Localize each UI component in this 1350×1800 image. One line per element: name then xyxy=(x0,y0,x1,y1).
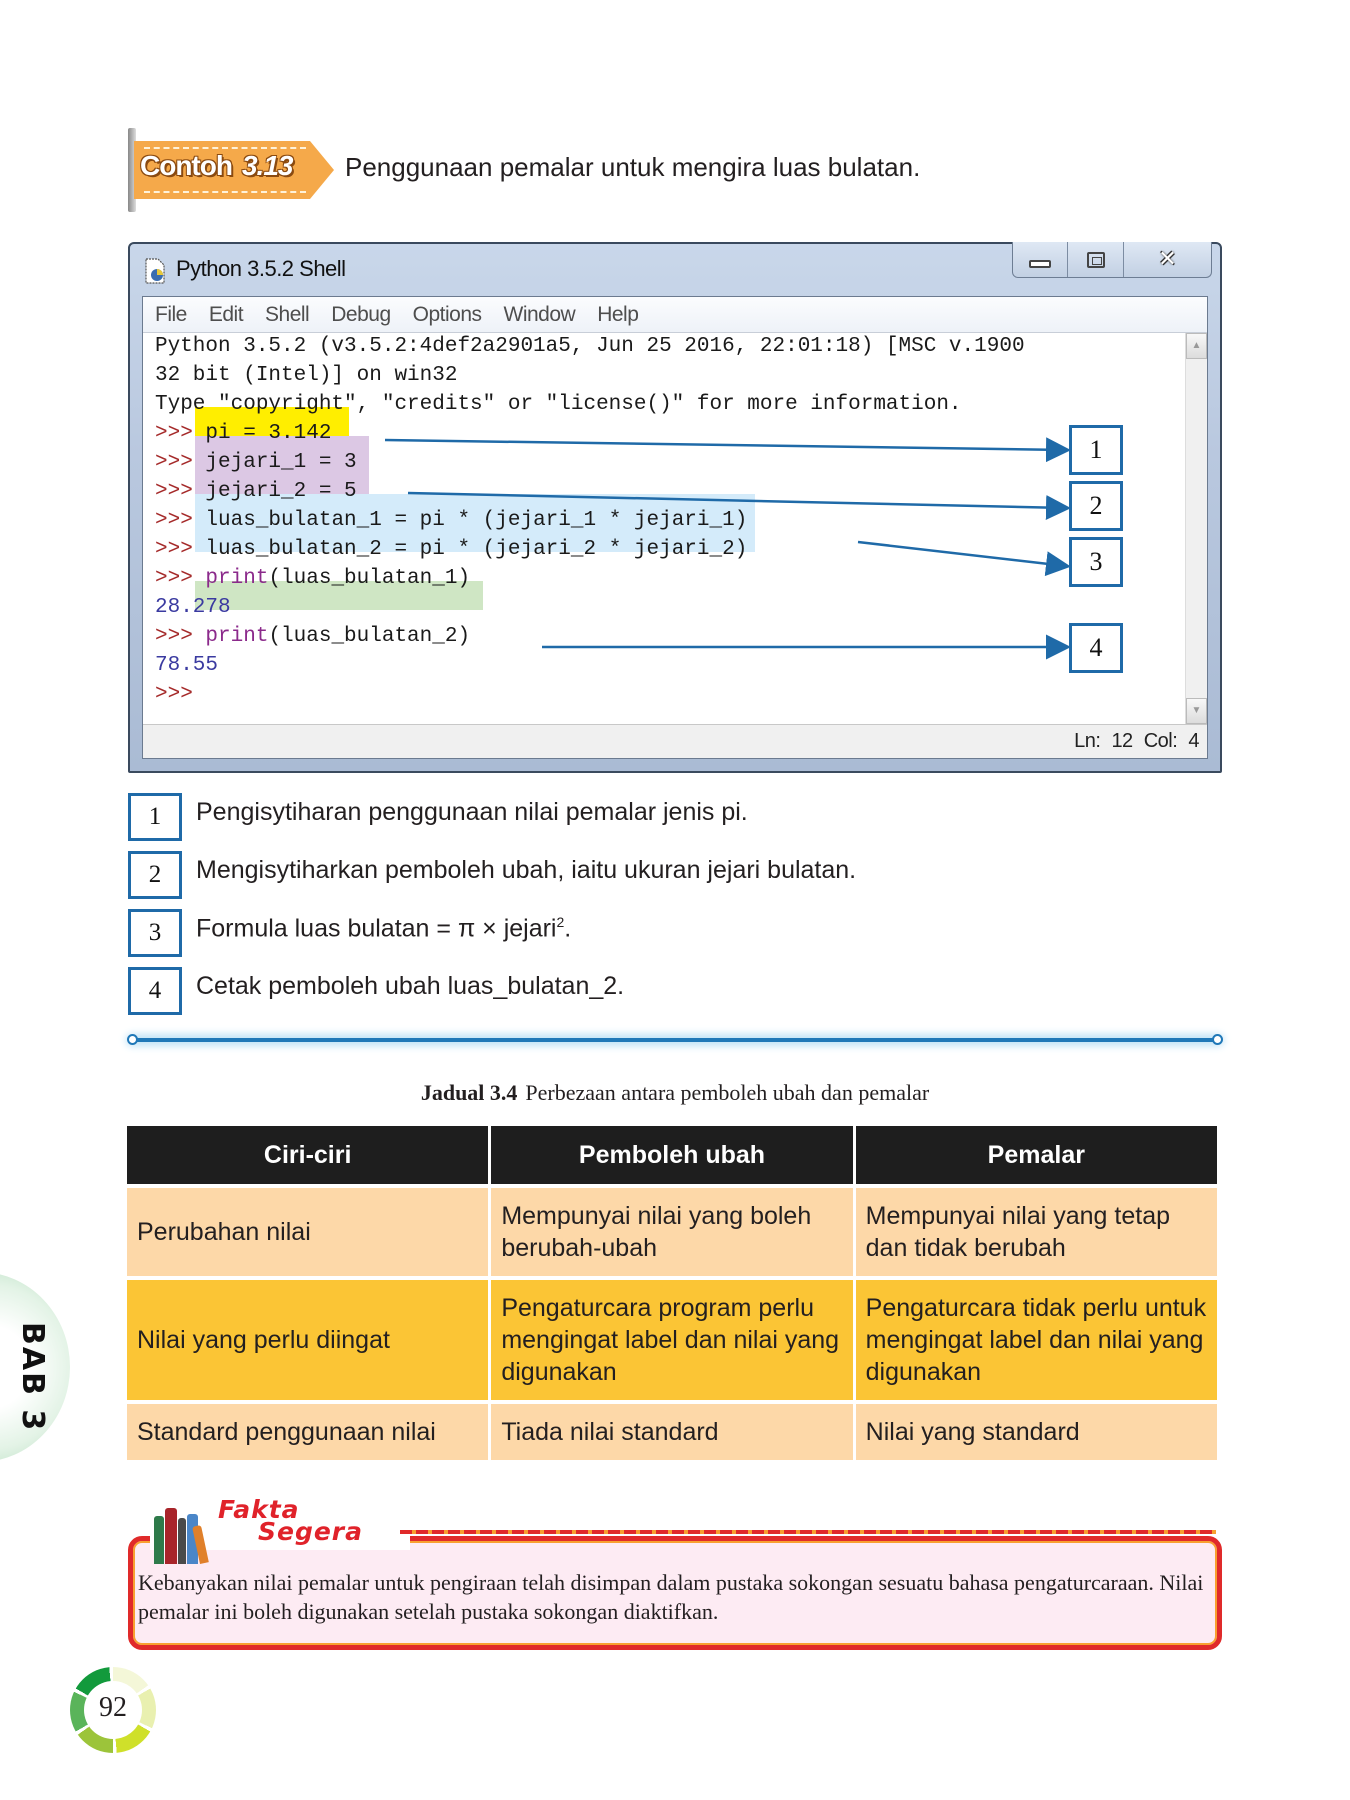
banner-line-1: Python 3.5.2 (v3.5.2:4def2a2901a5, Jun 2… xyxy=(155,335,1025,358)
python-shell-window: Python 3.5.2 Shell ✕ File Edit Shell Deb… xyxy=(128,242,1222,773)
menu-window[interactable]: Window xyxy=(503,302,576,326)
header-pemboleh-ubah: Pemboleh ubah xyxy=(491,1126,853,1184)
fact-header-rule xyxy=(400,1530,1216,1534)
shell-text-area[interactable]: Python 3.5.2 (v3.5.2:4def2a2901a5, Jun 2… xyxy=(143,333,1185,724)
tag-dash-top xyxy=(144,147,306,149)
table-cell: Pengaturcara program perlu mengingat lab… xyxy=(491,1280,853,1400)
comparison-table: Ciri-ciri Pemboleh ubah Pemalar Perubaha… xyxy=(124,1122,1220,1464)
table-row: Nilai yang perlu diingat Pengaturcara pr… xyxy=(127,1280,1217,1400)
callout-3: 3 xyxy=(1069,537,1123,587)
legend-box-3: 3 xyxy=(128,909,182,957)
legend-box-1: 1 xyxy=(128,793,182,841)
page-number: 92 xyxy=(99,1692,127,1723)
output-line-1: 28.278 xyxy=(155,596,231,619)
fact-title-line-1: Fakta xyxy=(218,1495,300,1524)
menu-help[interactable]: Help xyxy=(597,302,639,326)
code-line-pi: >>> pi = 3.142 xyxy=(155,422,332,445)
books-icon xyxy=(152,1508,218,1564)
code-line-prompt: >>> xyxy=(155,683,193,706)
tag-ribbon xyxy=(134,141,334,199)
output-line-2: 78.55 xyxy=(155,654,219,677)
fact-title-line-2: Segera xyxy=(258,1517,364,1546)
code-line-print-1: >>> print(luas_bulatan_1) xyxy=(155,567,471,590)
vertical-scrollbar[interactable]: ▲ ▼ xyxy=(1185,333,1207,724)
fact-box xyxy=(128,1536,1222,1650)
scroll-up-arrow-icon[interactable]: ▲ xyxy=(1186,333,1207,359)
chapter-tab-label: BAB 3 xyxy=(15,1322,50,1433)
legend-box-4: 4 xyxy=(128,967,182,1015)
code-line-print-2: >>> print(luas_bulatan_2) xyxy=(155,625,471,648)
table-row: Standard penggunaan nilai Tiada nilai st… xyxy=(127,1404,1217,1460)
menu-debug[interactable]: Debug xyxy=(331,302,391,326)
tag-number: 3.13 xyxy=(241,150,293,181)
legend-box-2: 2 xyxy=(128,851,182,899)
highlight-pi xyxy=(195,407,349,436)
page-number-badge xyxy=(70,1667,156,1753)
close-icon: ✕ xyxy=(1158,247,1177,272)
menu-shell[interactable]: Shell xyxy=(265,302,310,326)
tag-dash-bottom xyxy=(144,191,306,193)
legend-text-4: Cetak pemboleh ubah luas_bulatan_2. xyxy=(196,972,625,1000)
tag-label: Contoh 3.13 xyxy=(140,150,293,182)
tag-shadow xyxy=(128,128,136,212)
menu-edit[interactable]: Edit xyxy=(208,302,244,326)
table-cell: Nilai yang perlu diingat xyxy=(127,1280,489,1400)
header-pemalar: Pemalar xyxy=(855,1126,1217,1184)
table-row: Perubahan nilai Mempunyai nilai yang bol… xyxy=(127,1188,1217,1276)
window-controls: ✕ xyxy=(1012,242,1212,278)
example-tag: Contoh 3.13 xyxy=(128,128,336,212)
scroll-down-arrow-icon[interactable]: ▼ xyxy=(1186,698,1207,724)
legend-text-1: Pengisytiharan penggunaan nilai pemalar … xyxy=(196,798,748,826)
menu-options[interactable]: Options xyxy=(412,302,482,326)
window-title: Python 3.5.2 Shell xyxy=(176,256,346,281)
minimize-icon xyxy=(1029,259,1052,268)
menu-file[interactable]: File xyxy=(155,302,187,326)
header-ciri: Ciri-ciri xyxy=(127,1126,489,1184)
maximize-button[interactable] xyxy=(1068,242,1124,277)
code-line-jejari-1: >>> jejari_1 = 3 xyxy=(155,451,357,474)
code-line-jejari-2: >>> jejari_2 = 5 xyxy=(155,480,357,503)
menu-bar: File Edit Shell Debug Options Window Hel… xyxy=(143,297,1207,333)
highlight-jejari xyxy=(195,436,369,494)
callout-2: 2 xyxy=(1069,481,1123,531)
table-cell: Pengaturcara tidak perlu untuk mengingat… xyxy=(855,1280,1217,1400)
minimize-button[interactable] xyxy=(1013,242,1069,277)
banner-line-2: 32 bit (Intel)] on win32 xyxy=(155,364,458,387)
legend-text-3: Formula luas bulatan = π × jejari2. xyxy=(196,914,572,943)
example-title: Penggunaan pemalar untuk mengira luas bu… xyxy=(345,152,921,182)
close-button[interactable]: ✕ xyxy=(1124,242,1211,277)
window-body: File Edit Shell Debug Options Window Hel… xyxy=(142,296,1208,759)
callout-4: 4 xyxy=(1069,623,1123,673)
callout-1: 1 xyxy=(1069,425,1123,475)
code-line-luas-1: >>> luas_bulatan_1 = pi * (jejari_1 * je… xyxy=(155,509,748,532)
table-cell: Nilai yang standard xyxy=(855,1404,1217,1460)
table-cell: Perubahan nilai xyxy=(127,1188,489,1276)
table-header-row: Ciri-ciri Pemboleh ubah Pemalar xyxy=(127,1126,1217,1184)
fact-text: Kebanyakan nilai pemalar untuk pengiraan… xyxy=(138,1570,1204,1624)
python-file-icon xyxy=(145,258,165,284)
table-cell: Tiada nilai standard xyxy=(491,1404,853,1460)
table-cell: Mempunyai nilai yang boleh berubah-ubah xyxy=(491,1188,853,1276)
cursor-position: Ln: 12 Col: 4 xyxy=(1074,730,1199,752)
status-bar: Ln: 12 Col: 4 xyxy=(143,724,1207,758)
table-cell: Standard penggunaan nilai xyxy=(127,1404,489,1460)
banner-line-3: Type "copyright", "credits" or "license(… xyxy=(155,393,962,416)
highlight-print xyxy=(195,581,483,610)
window-titlebar[interactable]: Python 3.5.2 Shell ✕ xyxy=(130,242,1220,296)
divider-dot-right xyxy=(1212,1034,1223,1045)
table-cell: Mempunyai nilai yang tetap dan tidak ber… xyxy=(855,1188,1217,1276)
code-line-luas-2: >>> luas_bulatan_2 = pi * (jejari_2 * je… xyxy=(155,538,748,561)
legend-text-2: Mengisytiharkan pemboleh ubah, iaitu uku… xyxy=(196,856,857,884)
maximize-icon xyxy=(1086,251,1105,268)
section-divider xyxy=(130,1038,1220,1042)
divider-dot-left xyxy=(127,1034,138,1045)
tag-word: Contoh xyxy=(140,150,233,181)
